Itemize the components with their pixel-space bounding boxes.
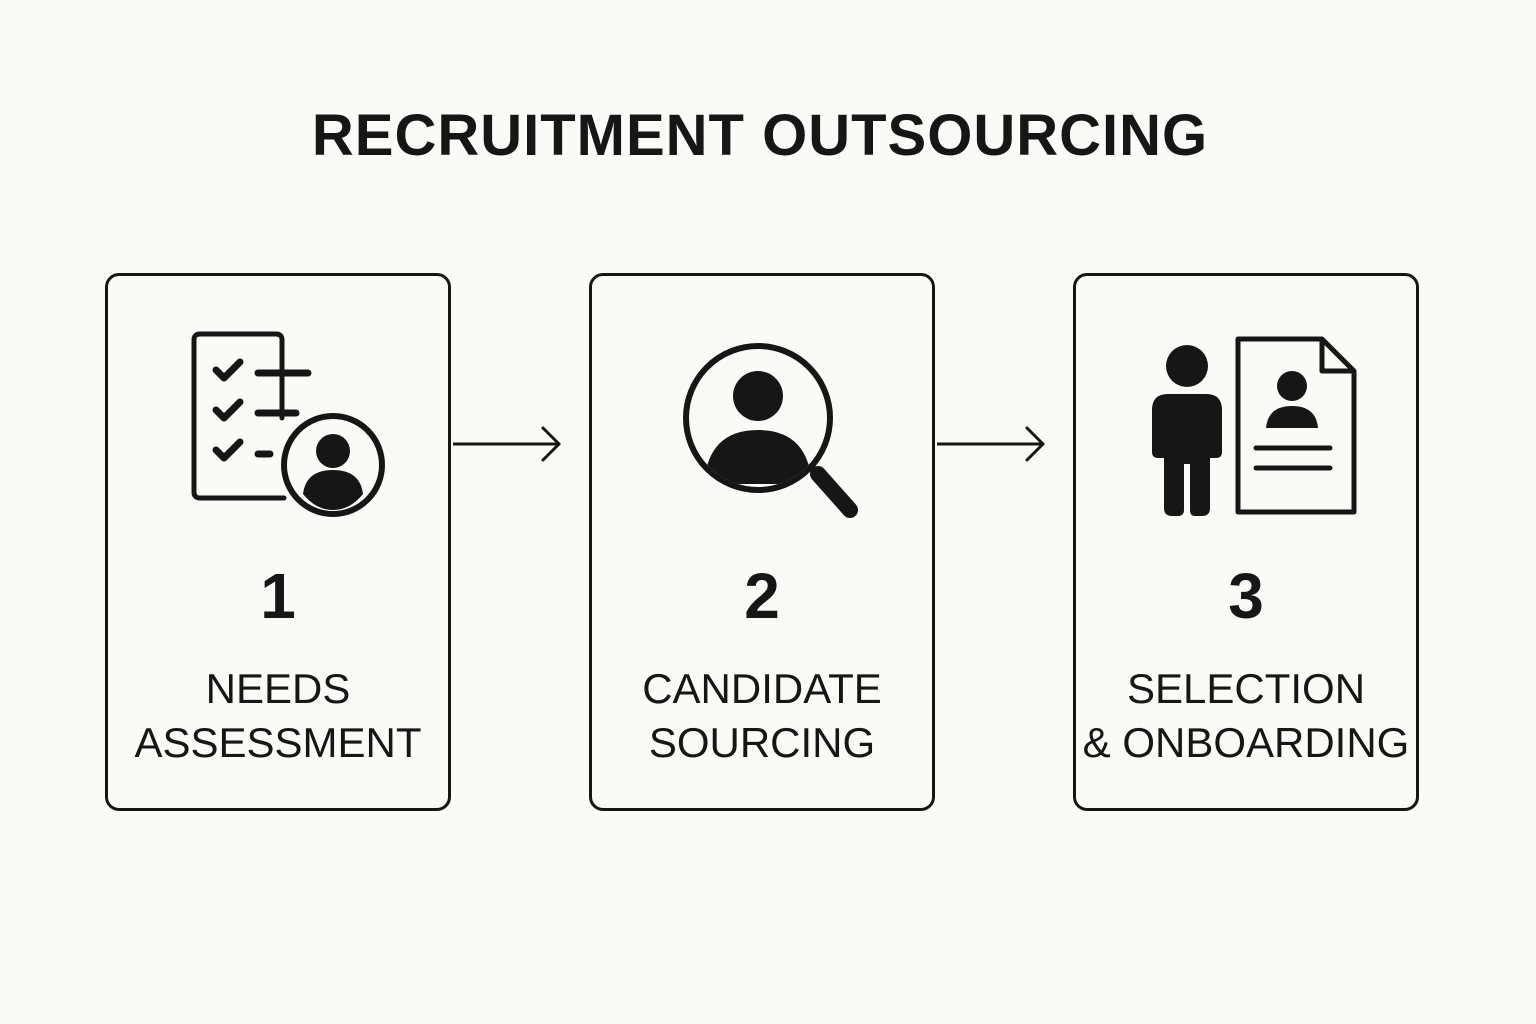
- step-label: SELECTION & ONBOARDING: [1076, 662, 1416, 770]
- step-label-line: SELECTION: [1126, 665, 1366, 712]
- step-card-selection-onboarding: 3 SELECTION & ONBOARDING: [1073, 273, 1419, 811]
- step-number: 3: [1228, 560, 1264, 632]
- step-label: NEEDS ASSESSMENT: [108, 662, 448, 770]
- step-label-line: SOURCING: [648, 719, 876, 766]
- step-label-line: ASSESSMENT: [134, 719, 422, 766]
- step-label-line: NEEDS: [205, 665, 351, 712]
- diagram-title: RECRUITMENT OUTSOURCING: [311, 103, 1209, 168]
- step-label: CANDIDATE SOURCING: [592, 662, 932, 770]
- step-card-candidate-sourcing: 2 CANDIDATE SOURCING: [589, 273, 935, 811]
- checklist-with-person-icon: [108, 324, 448, 524]
- magnifier-person-icon: [592, 324, 932, 524]
- step-label-line: CANDIDATE: [642, 665, 882, 712]
- flow-arrow-icon: [453, 424, 565, 464]
- step-number: 1: [260, 560, 296, 632]
- step-number: 2: [744, 560, 780, 632]
- flow-arrow-icon: [937, 424, 1049, 464]
- person-with-resume-icon: [1076, 324, 1416, 524]
- step-card-needs-assessment: 1 NEEDS ASSESSMENT: [105, 273, 451, 811]
- step-label-line: & ONBOARDING: [1082, 719, 1410, 766]
